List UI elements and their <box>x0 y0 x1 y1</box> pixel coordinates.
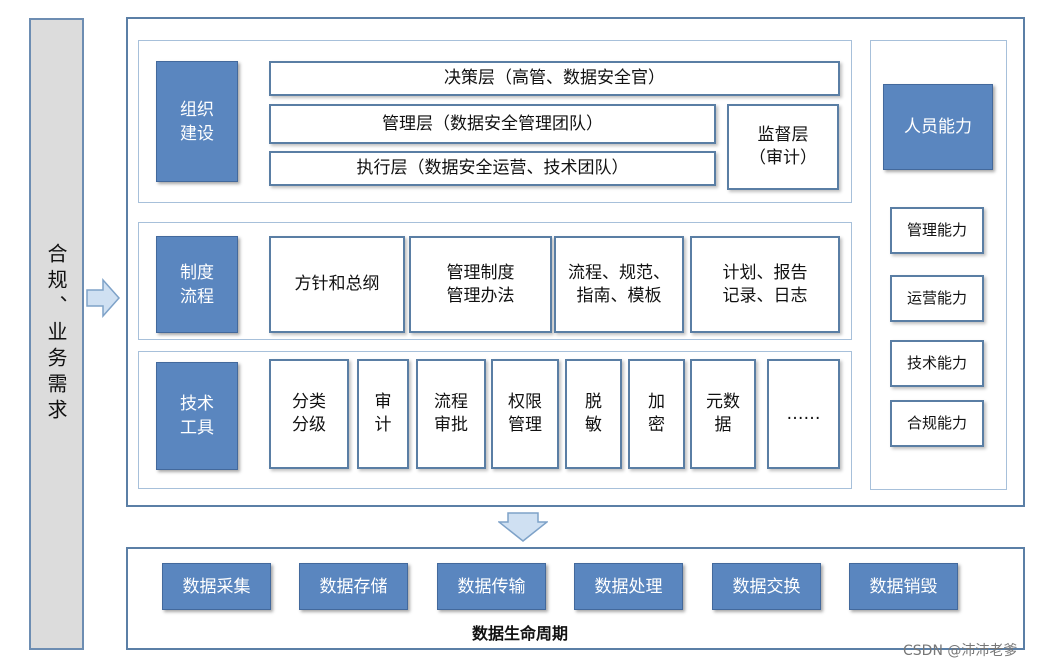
decision-layer: 决策层（高管、数据安全官） <box>269 61 840 96</box>
policy-item: 方针和总纲 <box>269 236 405 333</box>
lifecycle-stage: 数据传输 <box>437 563 546 610</box>
tech-item: 元数 据 <box>690 359 756 469</box>
lifecycle-stage: 数据存储 <box>299 563 408 610</box>
policy-item: 管理制度 管理办法 <box>409 236 552 333</box>
lifecycle-label: 数据生命周期 <box>471 624 568 643</box>
management-layer: 管理层（数据安全管理团队） <box>269 104 716 144</box>
lifecycle-stage: 数据处理 <box>574 563 683 610</box>
lifecycle-stage: 数据交换 <box>712 563 821 610</box>
tech-item: 分类 分级 <box>269 359 349 469</box>
execution-layer: 执行层（数据安全运营、技术团队） <box>269 151 716 186</box>
org-title: 组织 建设 <box>156 61 238 182</box>
right-arrow-icon <box>86 278 120 318</box>
people-item: 运营能力 <box>890 275 984 322</box>
tech-item: 流程 审批 <box>416 359 486 469</box>
requirements-bar: 合规、业务需求 <box>29 18 84 650</box>
policy-item: 流程、规范、 指南、模板 <box>554 236 684 333</box>
policy-item: 计划、报告 记录、日志 <box>690 236 840 333</box>
tech-item: …… <box>767 359 840 469</box>
people-item: 合规能力 <box>890 400 984 447</box>
lifecycle-stage: 数据销毁 <box>849 563 958 610</box>
down-arrow-icon <box>498 512 548 542</box>
requirements-label: 合规、业务需求 <box>44 243 68 425</box>
policy-title: 制度 流程 <box>156 236 238 333</box>
people-item: 管理能力 <box>890 207 984 254</box>
lifecycle-stage: 数据采集 <box>162 563 271 610</box>
supervision-layer: 监督层 （审计） <box>727 104 839 190</box>
people-item: 技术能力 <box>890 340 984 387</box>
tech-title: 技术 工具 <box>156 362 238 470</box>
watermark: CSDN @沛沛老爹 <box>903 643 1018 659</box>
tech-item: 脱 敏 <box>565 359 622 469</box>
people-title: 人员能力 <box>883 84 993 170</box>
tech-item: 加 密 <box>628 359 685 469</box>
tech-item: 审 计 <box>357 359 409 469</box>
tech-item: 权限 管理 <box>491 359 559 469</box>
